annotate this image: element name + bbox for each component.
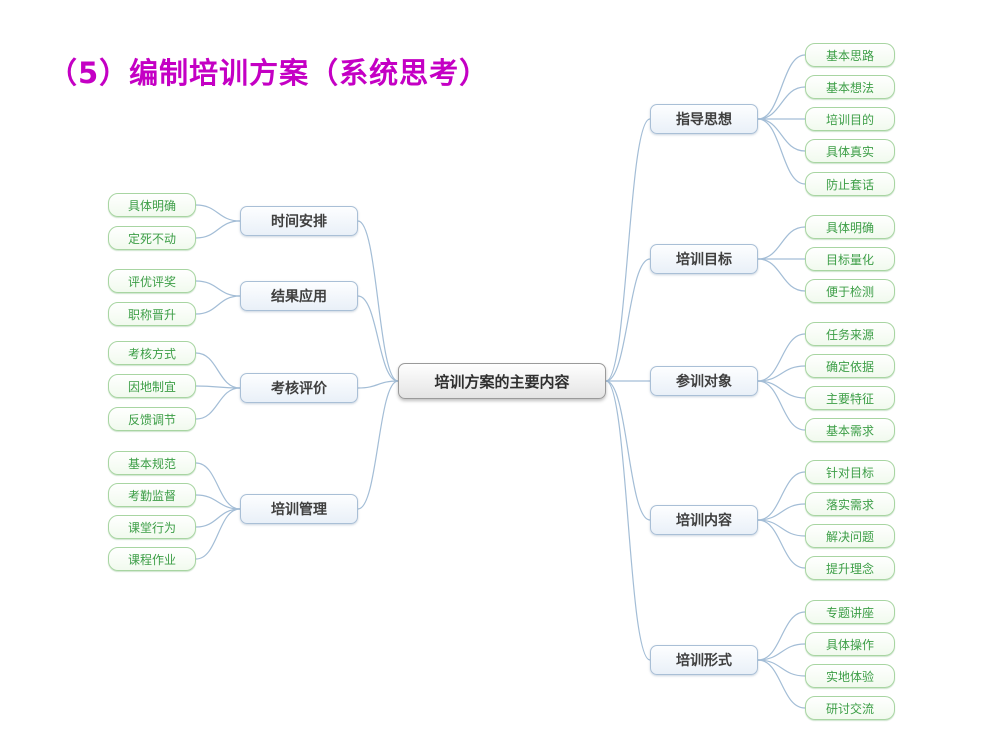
leaf-node: 具体明确: [805, 215, 895, 239]
leaf-node: 基本规范: [108, 451, 196, 475]
leaf-node: 基本需求: [805, 418, 895, 442]
leaf-node: 便于检测: [805, 279, 895, 303]
leaf-node: 具体明确: [108, 193, 196, 217]
leaf-node: 因地制宜: [108, 374, 196, 398]
leaf-node: 研讨交流: [805, 696, 895, 720]
leaf-node: 考勤监督: [108, 483, 196, 507]
leaf-node: 解决问题: [805, 524, 895, 548]
leaf-node: 提升理念: [805, 556, 895, 580]
leaf-node: 基本思路: [805, 43, 895, 67]
leaf-node: 主要特征: [805, 386, 895, 410]
branch-node: 培训内容: [650, 505, 758, 535]
leaf-node: 防止套话: [805, 172, 895, 196]
leaf-node: 考核方式: [108, 341, 196, 365]
leaf-node: 落实需求: [805, 492, 895, 516]
branch-node: 培训形式: [650, 645, 758, 675]
mindmap-root-node: 培训方案的主要内容: [398, 363, 606, 399]
branch-node: 指导思想: [650, 104, 758, 134]
branch-node: 培训管理: [240, 494, 358, 524]
leaf-node: 确定依据: [805, 354, 895, 378]
slide-title: （5）编制培训方案（系统思考）: [48, 56, 490, 90]
branch-node: 时间安排: [240, 206, 358, 236]
leaf-node: 定死不动: [108, 226, 196, 250]
branch-node: 培训目标: [650, 244, 758, 274]
leaf-node: 针对目标: [805, 460, 895, 484]
leaf-node: 职称晋升: [108, 302, 196, 326]
branch-node: 考核评价: [240, 373, 358, 403]
leaf-node: 实地体验: [805, 664, 895, 688]
leaf-node: 任务来源: [805, 322, 895, 346]
branch-node: 结果应用: [240, 281, 358, 311]
branch-node: 参训对象: [650, 366, 758, 396]
leaf-node: 反馈调节: [108, 407, 196, 431]
leaf-node: 专题讲座: [805, 600, 895, 624]
leaf-node: 目标量化: [805, 247, 895, 271]
leaf-node: 具体真实: [805, 139, 895, 163]
leaf-node: 课程作业: [108, 547, 196, 571]
leaf-node: 具体操作: [805, 632, 895, 656]
leaf-node: 评优评奖: [108, 269, 196, 293]
leaf-node: 基本想法: [805, 75, 895, 99]
leaf-node: 培训目的: [805, 107, 895, 131]
leaf-node: 课堂行为: [108, 515, 196, 539]
